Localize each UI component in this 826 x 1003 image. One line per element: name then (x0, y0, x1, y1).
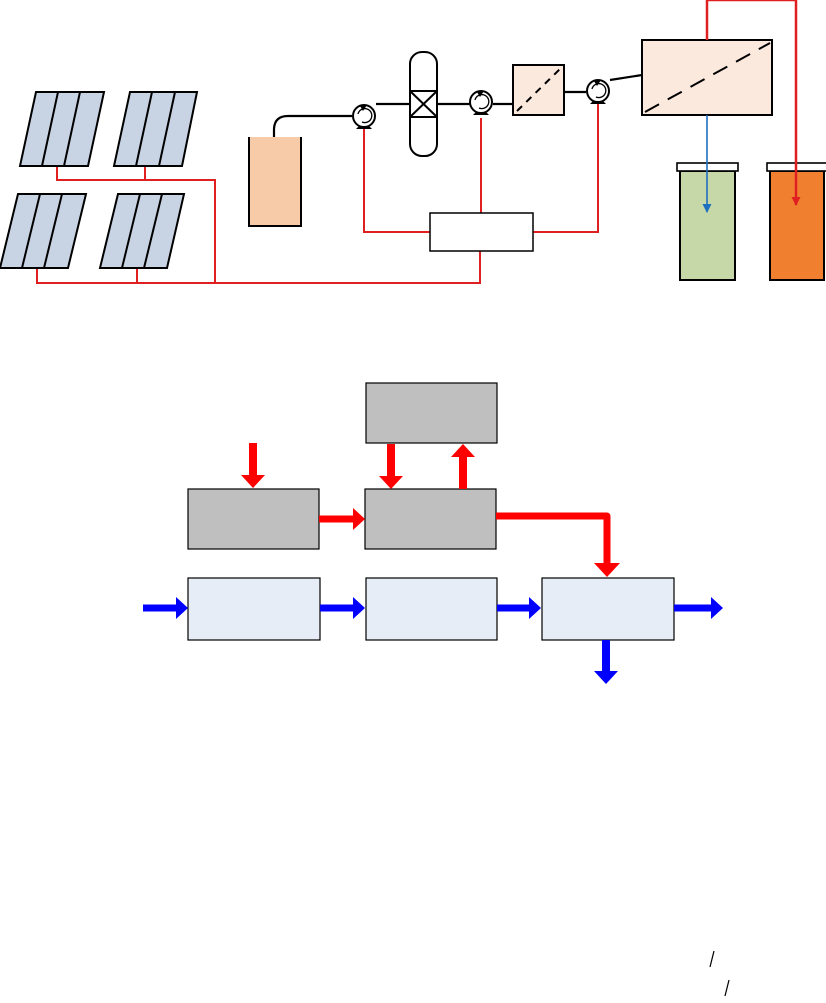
panel-divider (63, 91, 81, 167)
pump-rotor (357, 107, 373, 124)
feed-tank (248, 137, 302, 227)
pump-2 (469, 90, 493, 115)
column (409, 51, 438, 157)
membrane-module (641, 39, 773, 116)
line-pump3-to-module (609, 73, 643, 82)
water-arrow-2-3 (497, 597, 541, 619)
power-wiring (36, 99, 599, 284)
concentrate-flow-arrow (705, 0, 801, 206)
water-box-2 (365, 577, 498, 641)
energy-down-arrow (379, 444, 403, 489)
pump-arrowhead (477, 91, 484, 97)
solar-panel-icon (0, 193, 88, 269)
panel-divider (21, 193, 41, 269)
pump-rotor (474, 93, 490, 110)
pump-1 (352, 104, 376, 129)
water-inlet-arrow (143, 597, 188, 619)
membrane-module-icon (641, 39, 773, 116)
panel-wire-upper-left (56, 166, 216, 283)
panel-divider (43, 193, 63, 269)
energy-box-center (364, 488, 497, 550)
process-line (272, 73, 643, 198)
block-diagram (143, 382, 723, 684)
wire-to-pump-3 (533, 99, 599, 233)
energy-up-arrow (451, 444, 475, 489)
panel-divider (135, 91, 153, 167)
stray-mark (709, 950, 715, 968)
solar-panel-icon (98, 193, 186, 269)
feed-tank-wall (248, 137, 302, 227)
panel-divider (143, 193, 163, 269)
feed-intake-line (272, 114, 352, 198)
controller-box (429, 212, 534, 252)
panel-divider (41, 91, 59, 167)
water-box-3 (541, 577, 675, 641)
energy-box-top (365, 382, 498, 444)
wire-to-pump-1 (363, 127, 430, 233)
solar-panel-icon (18, 91, 106, 167)
prefilter (512, 64, 565, 116)
energy-input-arrow (241, 443, 265, 488)
water-arrow-1-2 (320, 597, 365, 619)
top-schematic (0, 39, 826, 284)
main-power-bus (36, 251, 481, 284)
pump-arrowhead (360, 105, 367, 111)
feed-water (249, 137, 301, 225)
panel-divider (121, 193, 141, 269)
energy-elbow-line (496, 512, 611, 565)
module-membrane (644, 42, 771, 113)
pump-3 (586, 79, 610, 104)
water-outlet-arrow (674, 597, 723, 619)
energy-elbow-head (594, 563, 620, 577)
stray-mark (724, 979, 730, 997)
pump-rotor (591, 82, 607, 99)
solar-array (0, 91, 199, 269)
energy-transfer-arrow (319, 508, 365, 530)
solar-panel-bottom-left (0, 193, 88, 269)
solar-panel-icon (112, 91, 199, 167)
filter-membrane (516, 67, 562, 112)
panel-divider (158, 91, 176, 167)
solar-panel-bottom-right (98, 193, 186, 269)
water-drain-arrow (594, 640, 618, 684)
water-box-1 (187, 577, 321, 641)
energy-box-left (187, 488, 320, 550)
solar-panel-top-right (112, 91, 199, 167)
pump-arrowhead (594, 80, 601, 86)
column-bed-cross (409, 90, 438, 118)
solar-panel-top-left (18, 91, 106, 167)
